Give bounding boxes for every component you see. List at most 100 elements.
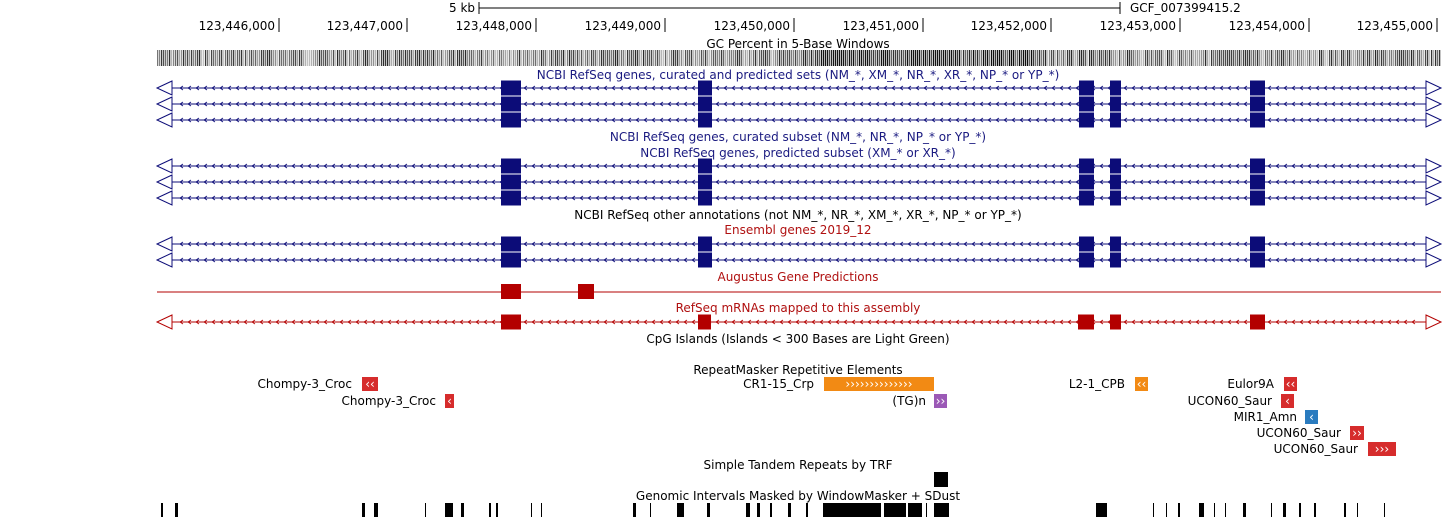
exon-block[interactable] (1110, 314, 1121, 330)
exon-block[interactable] (1079, 174, 1094, 190)
masked-interval[interactable] (374, 503, 378, 517)
repeat-box[interactable] (445, 394, 454, 408)
strand-arrow-left[interactable] (155, 158, 173, 174)
masked-interval[interactable] (461, 503, 464, 517)
exon-block[interactable] (501, 252, 521, 268)
exon-block[interactable] (698, 96, 712, 112)
exon-block[interactable] (1110, 112, 1121, 128)
track-title-refseq-curated[interactable]: NCBI RefSeq genes, curated subset (NM_*,… (609, 130, 987, 144)
exon-block[interactable] (501, 80, 521, 96)
track-title-refseq-mrna[interactable]: RefSeq mRNAs mapped to this assembly (675, 301, 921, 315)
gene-tracks[interactable] (155, 80, 1443, 330)
exon-block[interactable] (501, 236, 521, 252)
masked-interval[interactable] (425, 503, 426, 517)
masked-interval[interactable] (677, 503, 684, 517)
track-title-windowmasker[interactable]: Genomic Intervals Masked by WindowMasker… (635, 489, 961, 503)
exon-block[interactable] (1079, 158, 1094, 174)
masked-interval[interactable] (161, 503, 163, 517)
exon-block[interactable] (698, 252, 712, 268)
strand-arrow-left[interactable] (155, 96, 173, 112)
augustus-exon[interactable] (501, 284, 521, 299)
repeat-label[interactable]: Chompy-3_Croc (341, 394, 436, 408)
masked-interval[interactable] (633, 503, 636, 517)
strand-arrow-right[interactable] (1425, 158, 1443, 174)
masked-interval[interactable] (770, 503, 772, 517)
masked-interval[interactable] (531, 503, 532, 517)
exon-block[interactable] (698, 80, 712, 96)
masked-interval[interactable] (788, 503, 791, 517)
repeat-label[interactable]: Eulor9A (1227, 377, 1274, 391)
track-title-ensembl[interactable]: Ensembl genes 2019_12 (724, 223, 872, 237)
exon-block[interactable] (1079, 252, 1094, 268)
masked-interval[interactable] (489, 503, 491, 517)
masked-interval[interactable] (650, 503, 651, 517)
ensembl-transcript[interactable] (155, 236, 1443, 252)
masked-interval[interactable] (1357, 503, 1358, 517)
masked-interval[interactable] (1283, 503, 1286, 517)
track-title-augustus[interactable]: Augustus Gene Predictions (717, 270, 879, 284)
masked-interval[interactable] (926, 503, 927, 517)
exon-block[interactable] (1078, 314, 1094, 330)
strand-arrow-right[interactable] (1425, 252, 1443, 268)
masked-interval[interactable] (1153, 503, 1154, 517)
repeat-box[interactable] (1284, 377, 1297, 391)
exon-block[interactable] (1110, 236, 1121, 252)
strand-arrow-right[interactable] (1425, 236, 1443, 252)
exon-block[interactable] (1250, 190, 1265, 206)
track-title-refseq-other[interactable]: NCBI RefSeq other annotations (not NM_*,… (574, 208, 1022, 222)
track-title-repeatmasker[interactable]: RepeatMasker Repetitive Elements (693, 363, 903, 377)
refseq-all-transcript[interactable] (155, 80, 1443, 96)
strand-arrow-left[interactable] (155, 174, 173, 190)
repeat-label[interactable]: UCON60_Saur (1273, 442, 1358, 456)
exon-block[interactable] (1079, 112, 1094, 128)
repeat-label[interactable]: UCON60_Saur (1256, 426, 1341, 440)
masked-interval[interactable] (757, 503, 760, 517)
exon-block[interactable] (1250, 80, 1265, 96)
strand-arrow-left[interactable] (155, 112, 173, 128)
exon-block[interactable] (698, 112, 712, 128)
repeat-box[interactable] (362, 377, 378, 391)
exon-block[interactable] (1110, 158, 1121, 174)
strand-arrow-right[interactable] (1425, 174, 1443, 190)
repeat-label[interactable]: L2-1_CPB (1068, 377, 1125, 391)
masked-interval[interactable] (806, 503, 808, 517)
repeat-box[interactable] (1368, 442, 1396, 456)
strand-arrow-right[interactable] (1425, 190, 1443, 206)
masked-interval[interactable] (1243, 503, 1246, 517)
repeat-box[interactable] (1135, 377, 1148, 391)
masked-interval[interactable] (1314, 503, 1316, 517)
exon-block[interactable] (1250, 174, 1265, 190)
strand-arrow-left[interactable] (155, 236, 173, 252)
exon-block[interactable] (501, 190, 521, 206)
exon-block[interactable] (698, 158, 712, 174)
masked-interval[interactable] (707, 503, 710, 517)
exon-block[interactable] (501, 314, 521, 330)
trf-repeat-block[interactable] (934, 472, 948, 487)
masked-interval[interactable] (1178, 503, 1180, 517)
exon-block[interactable] (1110, 252, 1121, 268)
masked-interval[interactable] (1271, 503, 1272, 517)
masked-interval[interactable] (362, 503, 365, 517)
exon-block[interactable] (1110, 80, 1121, 96)
exon-block[interactable] (698, 174, 712, 190)
strand-arrow-left[interactable] (155, 314, 173, 330)
masked-interval[interactable] (496, 503, 498, 517)
exon-block[interactable] (1250, 112, 1265, 128)
masked-interval[interactable] (1344, 503, 1346, 517)
masked-interval[interactable] (1166, 503, 1167, 517)
exon-block[interactable] (1079, 96, 1094, 112)
track-title-trf[interactable]: Simple Tandem Repeats by TRF (703, 458, 893, 472)
repeat-label[interactable]: MIR1_Amn (1233, 410, 1297, 424)
exon-block[interactable] (1110, 96, 1121, 112)
masked-interval[interactable] (1096, 503, 1107, 517)
strand-arrow-left[interactable] (155, 190, 173, 206)
exon-block[interactable] (698, 236, 712, 252)
repeat-box[interactable] (1350, 426, 1364, 440)
masked-interval[interactable] (823, 503, 881, 517)
refseq-predicted-transcript[interactable] (155, 174, 1443, 190)
repeat-box[interactable] (1305, 410, 1318, 424)
exon-block[interactable] (1079, 236, 1094, 252)
strand-arrow-right[interactable] (1425, 96, 1443, 112)
refseq-predicted-transcript[interactable] (155, 190, 1443, 206)
